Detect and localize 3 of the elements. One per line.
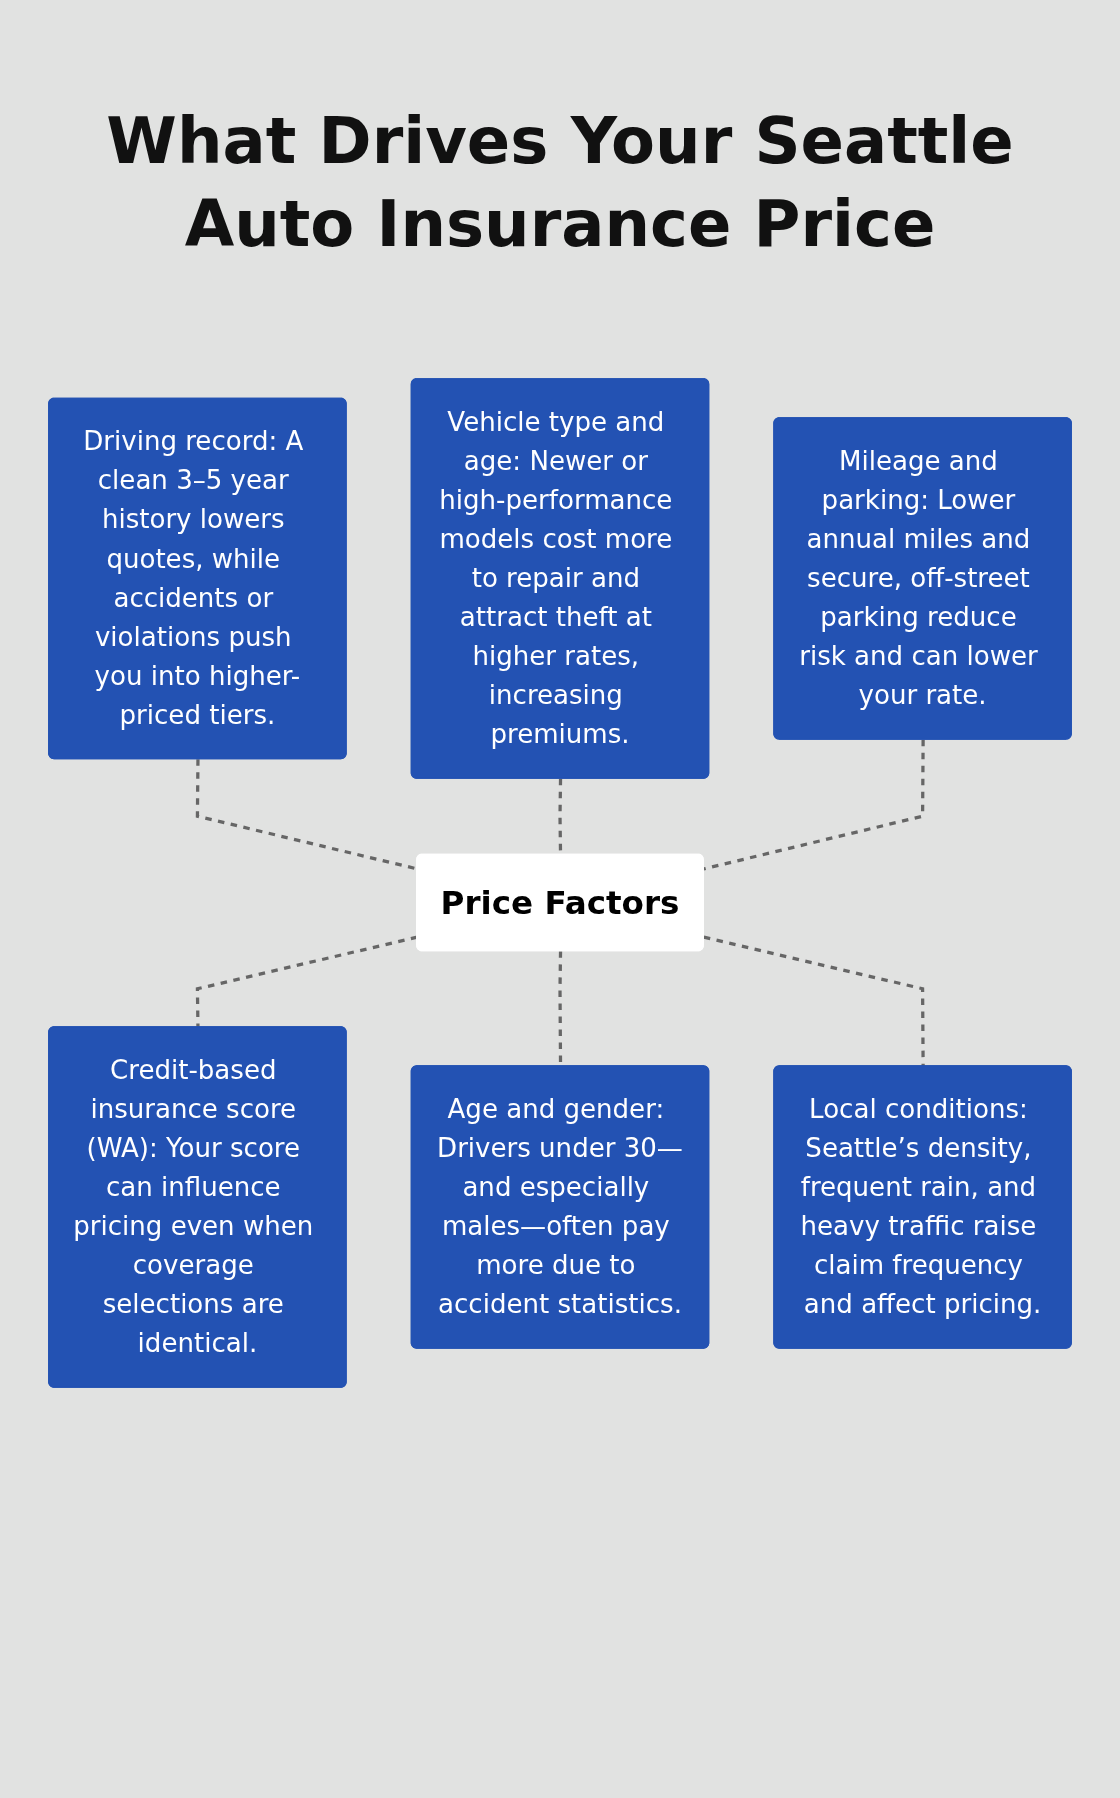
title: What Drives Your Seattle Auto Insurance Price xyxy=(105,103,1015,264)
connector xyxy=(703,739,925,871)
connector xyxy=(703,935,925,1067)
